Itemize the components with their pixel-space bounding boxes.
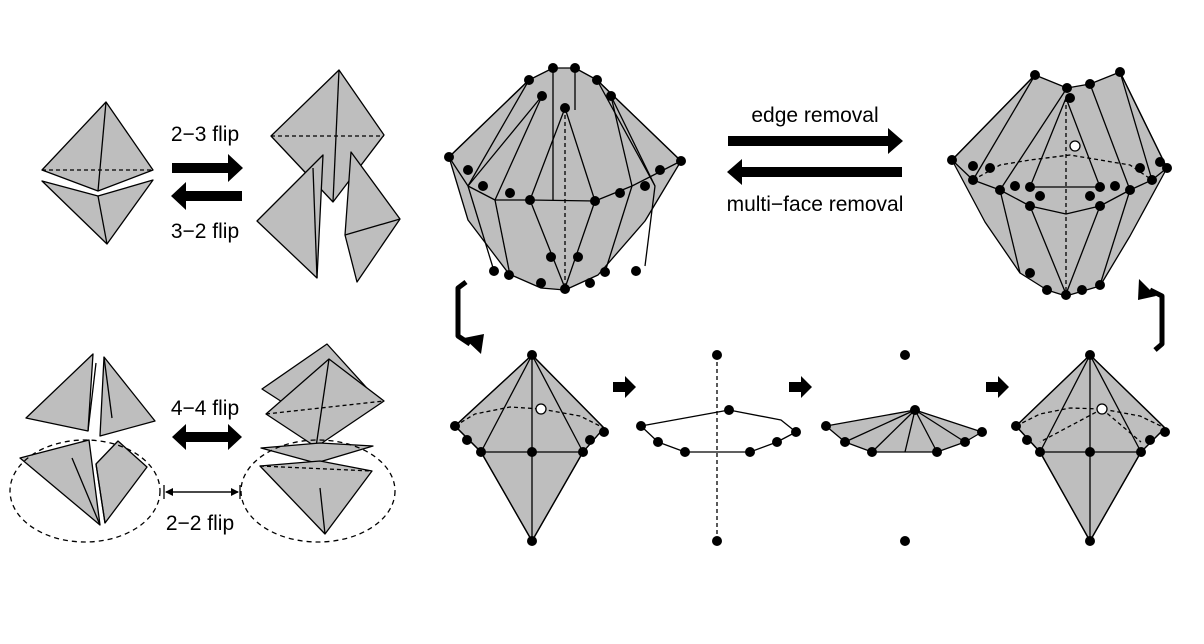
four-tetrahedra-before-44-flip	[9, 353, 161, 543]
arrow-44-flip	[172, 424, 242, 450]
bipyramid-end-vertices	[1011, 350, 1170, 546]
label-22-flip: 2−2 flip	[166, 512, 234, 535]
arrow-32-flip	[171, 182, 242, 210]
arrow-edge-removal	[728, 128, 903, 154]
arrow-multi-face-removal	[727, 159, 902, 185]
ring-and-axis	[640, 355, 797, 541]
step-arrow-3	[986, 376, 1009, 398]
arrow-22-flip	[163, 485, 241, 499]
curved-arrow-down-head	[464, 334, 484, 354]
polyhedron-result-vertices	[947, 67, 1172, 300]
three-tetrahedra-after-23-flip	[256, 69, 401, 283]
curved-arrow-up	[1148, 287, 1165, 352]
polyhedron-result	[951, 71, 1168, 297]
step-arrow-2	[789, 376, 812, 398]
triangulated-ring-vertices	[821, 350, 987, 546]
label-44-flip: 4−4 flip	[171, 397, 239, 420]
bipyramid-start-vertices	[450, 350, 609, 546]
label-multi-face-removal: multi−face removal	[727, 193, 904, 216]
curved-arrow-up-head	[1138, 279, 1156, 300]
four-tetrahedra-after-44-flip	[240, 343, 396, 543]
open-vertex-end	[1096, 403, 1108, 415]
step-arrow-1	[613, 376, 636, 398]
label-23-flip: 2−3 flip	[171, 123, 239, 146]
open-vertex-start	[535, 403, 547, 415]
ring-and-axis-vertices	[636, 350, 801, 546]
open-vertex-top-right	[1069, 140, 1081, 152]
two-tetrahedra-before-23-flip	[41, 101, 154, 245]
polyhedron-edge-star	[448, 67, 682, 291]
label-32-flip: 3−2 flip	[171, 220, 239, 243]
triangulated-ring	[825, 409, 983, 453]
curved-arrow-down	[455, 280, 472, 347]
arrow-23-flip	[172, 154, 243, 182]
polyhedron-edge-star-vertices	[444, 63, 686, 294]
label-edge-removal: edge removal	[751, 104, 878, 127]
